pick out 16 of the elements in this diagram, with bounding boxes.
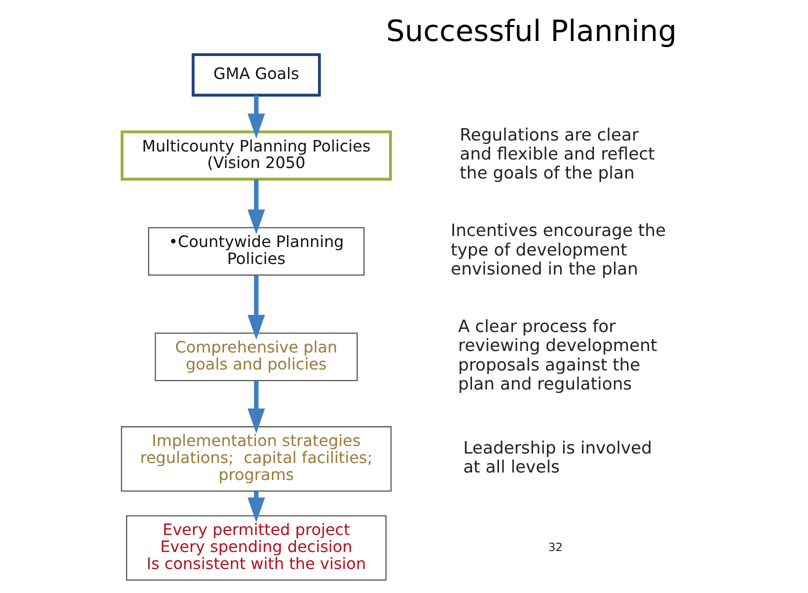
diagram-title: Successful Planning xyxy=(386,14,677,48)
label: Regulations are clear and flexible and reflect the goals of the plan xyxy=(460,124,655,183)
node-box: Implementation strategies regulations; capital facilities; programs xyxy=(120,426,392,492)
arrow xyxy=(248,380,265,434)
node-box: Multicounty Planning Policies (Vision 2050 xyxy=(120,130,392,181)
arrow xyxy=(248,95,265,138)
label: Incentives encourage the type of development envisioned in the plan xyxy=(450,220,666,279)
node-box: •Countywide Planning Policies xyxy=(148,227,365,276)
node-box: Comprehensive plan goals and policies xyxy=(154,332,358,382)
label: 32 xyxy=(548,540,563,554)
node-box: GMA Goals xyxy=(192,53,321,97)
arrow xyxy=(248,179,265,234)
label: A clear process for reviewing development proposals against the plan and regulations xyxy=(458,316,658,394)
label: Leadership is involved at all levels xyxy=(463,437,652,476)
arrow xyxy=(248,275,265,340)
node-box: Every permitted project Every spending decision Is consistent with the vision xyxy=(126,515,387,581)
